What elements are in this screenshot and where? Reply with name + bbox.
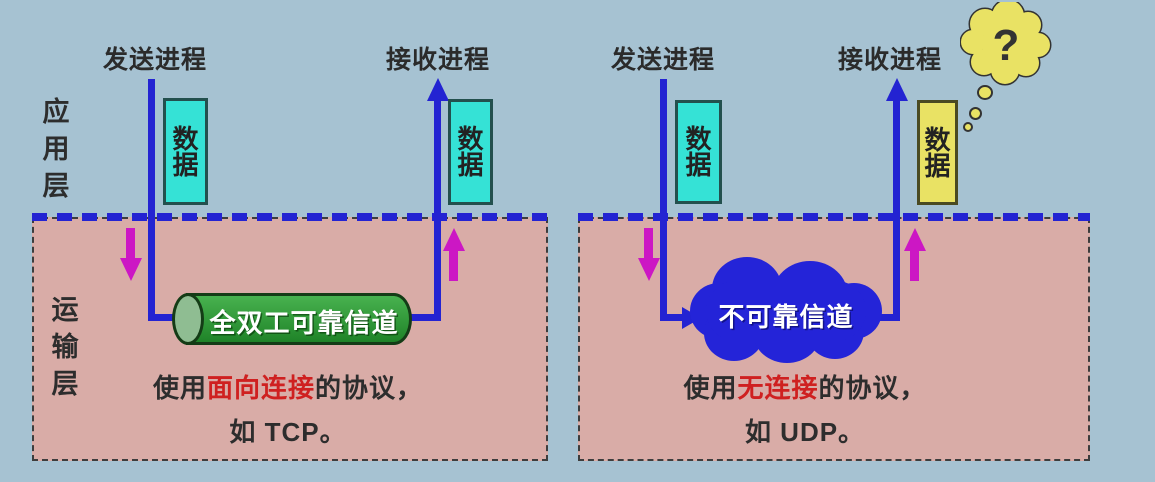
udp-caption: 使用无连接的协议， 如 UDP。: [605, 368, 1005, 449]
udp-down-arrow-shaft: [644, 228, 653, 259]
tcp-sender-data-box: 数据: [163, 98, 208, 205]
udp-caption-line1: 使用无连接的协议，: [605, 368, 1005, 405]
tcp-receiver-flow-line: [434, 99, 441, 321]
tcp-receiver-up-arrow-icon: [427, 78, 449, 101]
tcp-up-arrow-shaft: [449, 250, 458, 281]
cylinder-body: [186, 293, 412, 345]
tcp-caption-line1: 使用面向连接的协议，: [88, 368, 488, 405]
tcp-down-arrow-icon: [120, 258, 142, 281]
udp-receiver-up-arrow-icon: [886, 78, 908, 101]
reliable-channel-cylinder: 全双工可靠信道: [172, 293, 412, 345]
udp-receiver-data-box: 数据: [917, 100, 958, 205]
tcp-receiver-data-box: 数据: [448, 99, 493, 205]
cylinder-end-cap: [172, 293, 204, 345]
unreliable-channel-cloud: 不可靠信道: [690, 257, 882, 363]
tcp-up-arrow-icon: [443, 228, 465, 251]
tcp-caption-prefix: 使用: [152, 373, 207, 403]
unreliable-channel-label: 不可靠信道: [718, 302, 854, 332]
tcp-sender-flow-elbow: [148, 314, 182, 321]
transport-layer-label: 运输层: [51, 295, 79, 399]
layer-divider-line-left: [32, 213, 548, 221]
udp-caption-highlight: 无连接: [737, 373, 819, 403]
question-mark: ?: [993, 21, 1020, 70]
tcp-sender-process-label: 发送进程: [102, 46, 207, 74]
udp-down-arrow-icon: [638, 258, 660, 281]
tcp-sender-flow-line: [148, 79, 155, 321]
udp-caption-line2: 如 UDP。: [744, 417, 866, 447]
udp-up-arrow-icon: [904, 228, 926, 251]
thought-bubble-dot-large: [977, 85, 993, 100]
tcp-caption-suffix: 的协议，: [315, 373, 424, 403]
tcp-receiver-flow-elbow: [404, 314, 441, 321]
thought-bubble-dot-small: [963, 122, 973, 132]
udp-up-arrow-shaft: [910, 250, 919, 281]
udp-receiver-flow-line: [893, 99, 900, 321]
udp-caption-prefix: 使用: [683, 373, 738, 403]
thought-cloud-icon: ?: [959, 0, 1052, 86]
udp-sender-flow-line: [660, 79, 667, 321]
tcp-caption-highlight: 面向连接: [206, 373, 315, 403]
layer-divider-line-right: [578, 213, 1090, 221]
udp-sender-flow-elbow: [660, 314, 684, 321]
reliable-channel-label: 全双工可靠信道: [209, 308, 399, 338]
udp-sender-process-label: 发送进程: [610, 46, 715, 74]
udp-sender-data-box: 数据: [675, 100, 722, 204]
thought-bubble: ?: [959, 0, 1055, 97]
udp-caption-suffix: 的协议，: [818, 373, 927, 403]
tcp-receiver-process-label: 接收进程: [385, 46, 490, 74]
tcp-caption-line2: 如 TCP。: [229, 417, 347, 447]
thought-bubble-dot-medium: [969, 107, 982, 120]
tcp-caption: 使用面向连接的协议， 如 TCP。: [88, 368, 488, 449]
application-layer-label: 应用层: [42, 97, 70, 201]
udp-receiver-process-label: 接收进程: [837, 46, 942, 74]
tcp-down-arrow-shaft: [126, 228, 135, 259]
